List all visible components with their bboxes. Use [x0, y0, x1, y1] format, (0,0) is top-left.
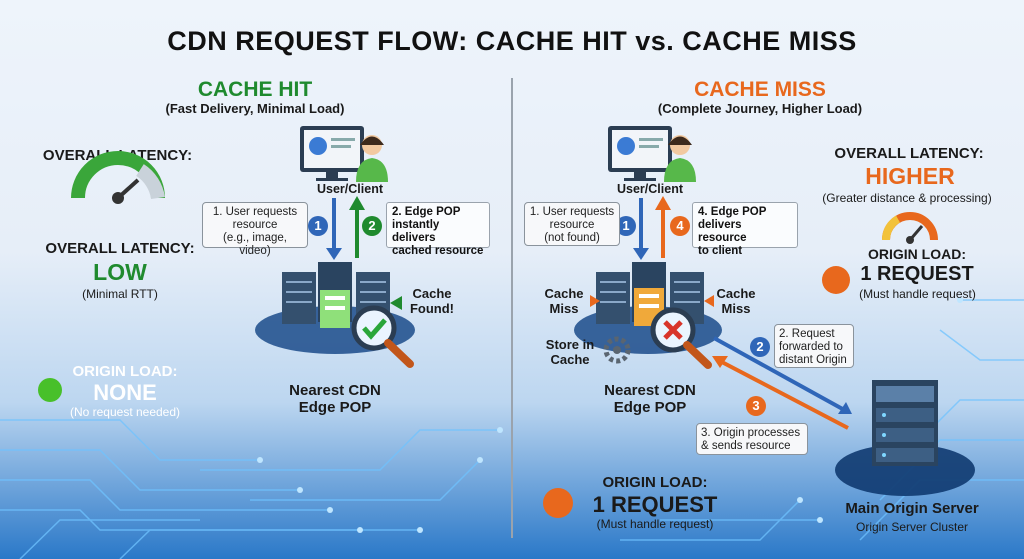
miss-latency-note: (Greater distance & processing) [822, 191, 992, 205]
page-title: CDN REQUEST FLOW: CACHE HIT vs. CACHE MI… [167, 26, 857, 56]
hit-user-label: User/Client [317, 182, 383, 196]
origin-subtitle: Origin Server Cluster [855, 520, 969, 534]
miss-origin-status-dot-right [822, 266, 850, 294]
miss-origin-load-label-right: ORIGIN LOAD: [868, 246, 966, 262]
miss-latency-label: OVERALL LATENCY: [834, 145, 984, 162]
hit-heading: CACHE HIT [197, 78, 313, 101]
hit-latency-note: (Minimal RTT) [82, 287, 158, 301]
hit-step1-badge: 1 [308, 216, 328, 236]
section-divider [511, 78, 513, 538]
miss-step1-badge: 1 [616, 216, 636, 236]
miss-subheading: (Complete Journey, Higher Load) [657, 101, 863, 116]
hit-subheading: (Fast Delivery, Minimal Load) [165, 101, 345, 116]
hit-origin-status-dot [38, 378, 62, 402]
miss-origin-load-note: (Must handle request) [596, 517, 714, 531]
origin-title: Main Origin Server [845, 500, 979, 517]
miss-user-label: User/Client [617, 182, 683, 196]
hit-latency-label: OVERALL LATENCY: [45, 240, 195, 257]
miss-origin-status-dot [543, 488, 573, 518]
miss-step3-box: 3. Origin processes& sends resource [696, 423, 808, 455]
hit-step2-badge: 2 [362, 216, 382, 236]
miss-step3-badge: 3 [746, 396, 766, 416]
miss-step4-badge: 4 [670, 216, 690, 236]
miss-latency-value: HIGHER [865, 163, 955, 189]
hit-origin-load-note: (No request needed) [69, 405, 181, 419]
miss-origin-load-label: ORIGIN LOAD: [602, 474, 708, 491]
miss-heading: CACHE MISS [694, 78, 826, 101]
miss-origin-load-value-right: 1 REQUEST [860, 263, 974, 285]
miss-origin-load-note-right: (Must handle request) [859, 287, 976, 301]
hit-latency-value: LOW [93, 259, 147, 285]
hit-origin-load-value: NONE [93, 380, 157, 405]
miss-step2-badge: 2 [750, 337, 770, 357]
miss-origin-load-value: 1 REQUEST [592, 492, 718, 517]
hit-origin-load-label: ORIGIN LOAD: [72, 363, 178, 380]
